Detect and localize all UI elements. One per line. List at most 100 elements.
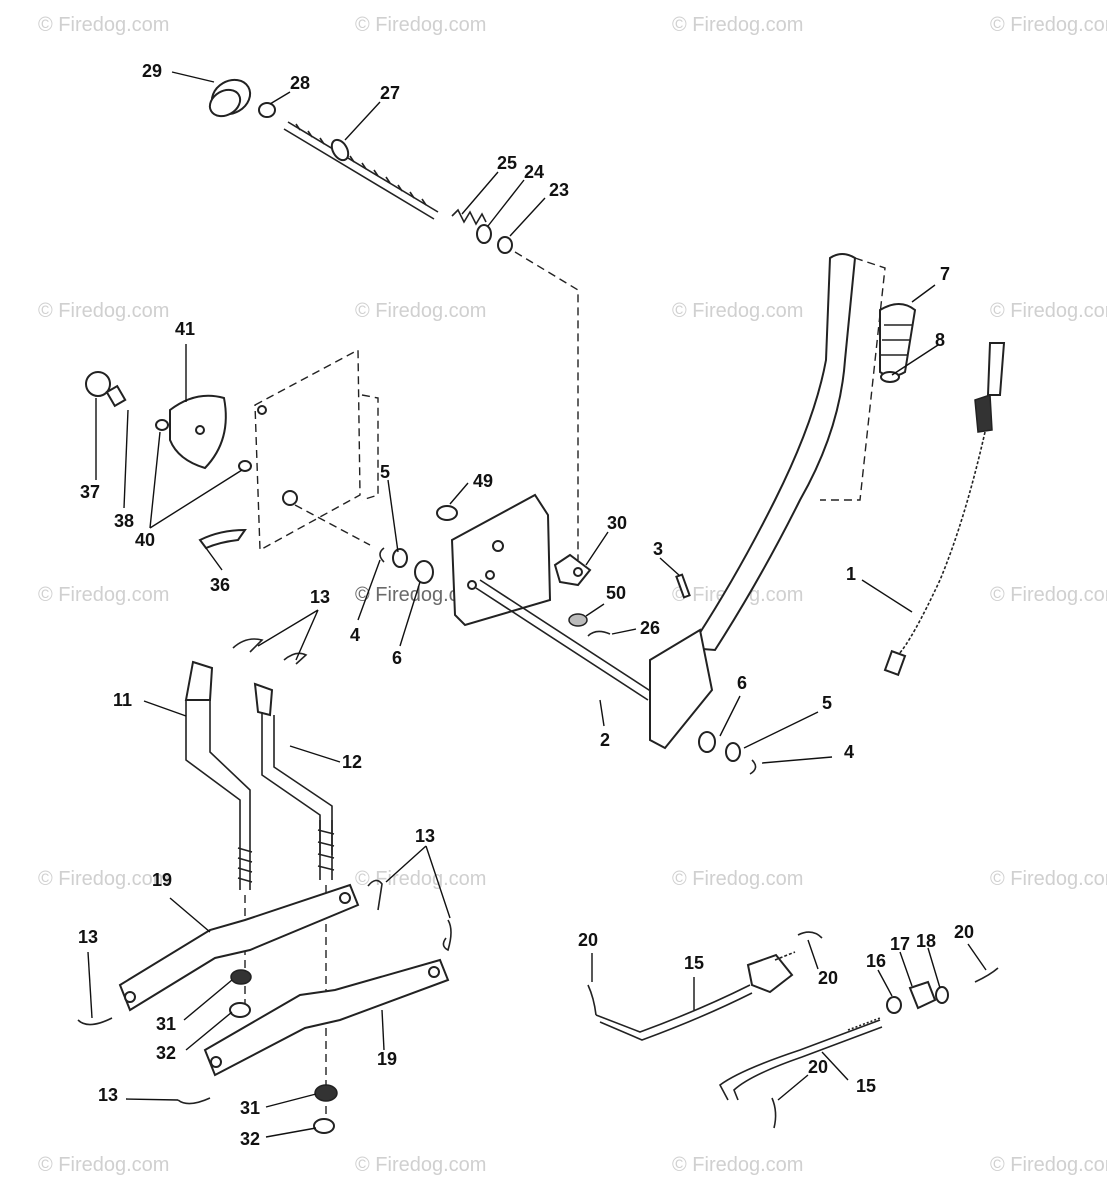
adjuster-rod-upper — [595, 951, 796, 1041]
callout-32: 32 — [156, 1043, 177, 1063]
washer-49 — [436, 505, 458, 521]
callout-20: 20 — [808, 1057, 829, 1077]
callout-12: 12 — [342, 752, 363, 772]
callout-18: 18 — [916, 931, 937, 951]
watermark: © Firedog.com — [38, 300, 170, 322]
watermark: © Firedog.com — [355, 1154, 487, 1176]
cable — [883, 342, 1006, 677]
clip-13e — [77, 1017, 113, 1026]
clip-13b — [283, 652, 308, 665]
lift-arm-upper — [118, 883, 360, 1012]
callout-5: 5 — [380, 462, 391, 482]
callout-19: 19 — [377, 1049, 398, 1069]
callout-28: 28 — [290, 73, 311, 93]
callout-31: 31 — [156, 1014, 177, 1034]
callout-27: 27 — [380, 83, 401, 103]
lift-shaft — [450, 493, 653, 701]
nut — [497, 236, 513, 254]
clip-4a — [379, 547, 385, 563]
handle-grip-7 — [879, 303, 917, 377]
pin-20d — [771, 1097, 777, 1129]
clip-36 — [198, 528, 247, 550]
watermark: © Firedog.com — [38, 1154, 170, 1176]
callout-20: 20 — [578, 930, 599, 950]
grip-ring-8 — [880, 371, 900, 383]
clip-4b — [749, 759, 757, 775]
watermark: © Firedog.com — [38, 868, 170, 890]
pin-26 — [587, 630, 611, 637]
pin-3 — [675, 573, 691, 599]
adjuster-threaded-rod — [283, 121, 439, 220]
callout-37: 37 — [80, 482, 101, 502]
nut-31a — [230, 969, 252, 985]
watermark: © Firedog.com — [38, 14, 170, 36]
clip-13a — [232, 638, 264, 653]
washer-16 — [886, 996, 902, 1014]
callout-11: 11 — [113, 690, 133, 710]
callout-13: 13 — [78, 927, 99, 947]
bushing-6b — [698, 731, 716, 753]
washer-50 — [568, 613, 588, 627]
callout-20: 20 — [954, 922, 975, 942]
callout-19: 19 — [152, 870, 173, 890]
washer-40b — [238, 460, 252, 472]
block-17 — [908, 980, 937, 1010]
callout-15: 15 — [684, 953, 705, 973]
washer-5a — [392, 548, 408, 568]
clip-13f — [177, 1097, 211, 1105]
callout-23: 23 — [549, 180, 570, 200]
lift-link-11 — [184, 660, 253, 1010]
callout-38: 38 — [114, 511, 135, 531]
callout-24: 24 — [524, 162, 545, 182]
callout-2: 2 — [600, 730, 611, 750]
callout-1: 1 — [846, 564, 857, 584]
nut-32a — [229, 1002, 251, 1018]
callout-40: 40 — [135, 530, 156, 550]
watermark: © Firedog.com — [672, 14, 804, 36]
callout-36: 36 — [210, 575, 231, 595]
clip-13d — [442, 919, 452, 952]
callout-13: 13 — [415, 826, 436, 846]
lift-arm-lower — [203, 958, 450, 1077]
watermark: © Firedog.com — [990, 300, 1107, 322]
adjuster-rod-lower — [718, 1017, 883, 1101]
nut-31b — [314, 1084, 338, 1102]
lift-handle — [649, 253, 886, 750]
watermark: © Firedog.com — [38, 584, 170, 606]
callout-16: 16 — [866, 951, 887, 971]
callout-17: 17 — [890, 934, 911, 954]
nut-18 — [935, 986, 949, 1004]
callout-15: 15 — [856, 1076, 877, 1096]
callout-26: 26 — [640, 618, 661, 638]
watermark: © Firedog.com — [990, 868, 1107, 890]
washer-5b — [725, 742, 741, 762]
callout-7: 7 — [940, 264, 951, 284]
watermark: © Firedog.com — [990, 584, 1107, 606]
watermark: © Firedog.com — [355, 14, 487, 36]
callout-20: 20 — [818, 968, 839, 988]
pin-20a — [587, 984, 597, 1016]
callout-8: 8 — [935, 330, 946, 350]
adjuster-knob — [208, 78, 252, 118]
callout-4: 4 — [844, 742, 855, 762]
callout-25: 25 — [497, 153, 518, 173]
callout-30: 30 — [607, 513, 628, 533]
adjuster-centerline — [514, 251, 579, 560]
washer-40a — [155, 419, 169, 431]
spring — [451, 208, 487, 226]
callout-50: 50 — [606, 583, 627, 603]
callout-13: 13 — [98, 1085, 119, 1105]
callout-32: 32 — [240, 1129, 261, 1149]
watermark: © Firedog.com — [672, 868, 804, 890]
watermark: © Firedog.com — [672, 1154, 804, 1176]
watermark: © Firedog.com — [672, 300, 804, 322]
watermark: © Firedog.com — [990, 1154, 1107, 1176]
pin-20c — [974, 967, 999, 983]
callout-31: 31 — [240, 1098, 261, 1118]
callout-5: 5 — [822, 693, 833, 713]
watermark: © Firedog.com — [355, 300, 487, 322]
knob-41 — [169, 394, 227, 470]
clip-13c — [367, 879, 383, 911]
callout-4: 4 — [350, 625, 361, 645]
